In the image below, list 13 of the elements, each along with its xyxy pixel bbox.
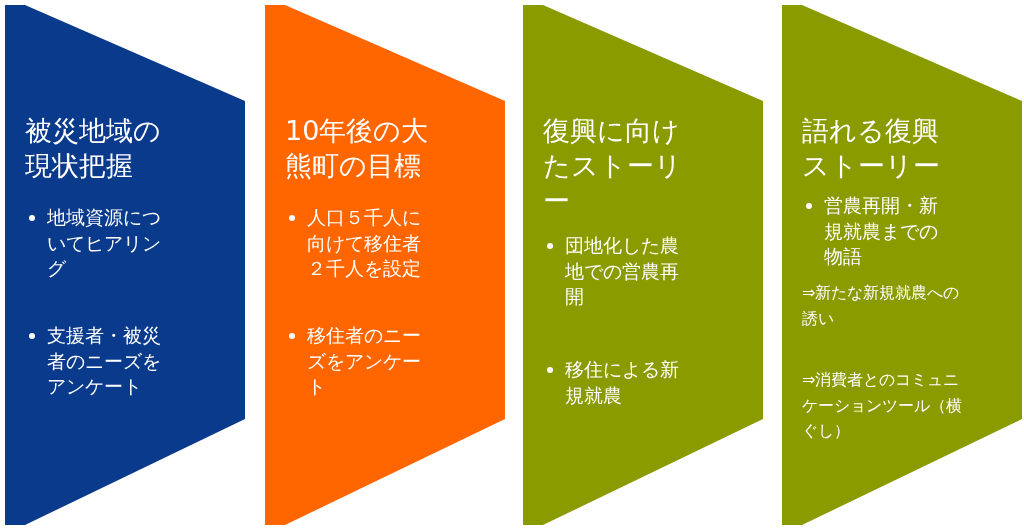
heading: 語れる復興ストーリー [802,114,941,184]
bullet-text: 移住者のニーズをアンケート [307,323,422,400]
bullet-text: 移住による新規就農 [565,357,680,408]
arrow-note: ⇒消費者とのコミュニケーションツール（横ぐし） [802,369,963,443]
bullet-text: 団地化した農地での営農再開 [565,233,680,310]
heading: 被災地域の現状把握 [25,114,162,184]
bullet-text: 支援者・被災者のニーズをアンケート [47,323,162,400]
arrow-note: ⇒新たな新規就農への誘い [802,282,961,330]
heading: 10年後の大熊町の目標 [285,114,430,184]
heading: 復興に向けたストーリー [543,114,683,219]
bullet-text: 地域資源についてヒアリング [47,205,162,282]
bullet-text: 営農再開・新規就農までの物語 [824,193,939,270]
bullet-text: 人口５千人に向けて移住者２千人を設定 [307,205,422,282]
